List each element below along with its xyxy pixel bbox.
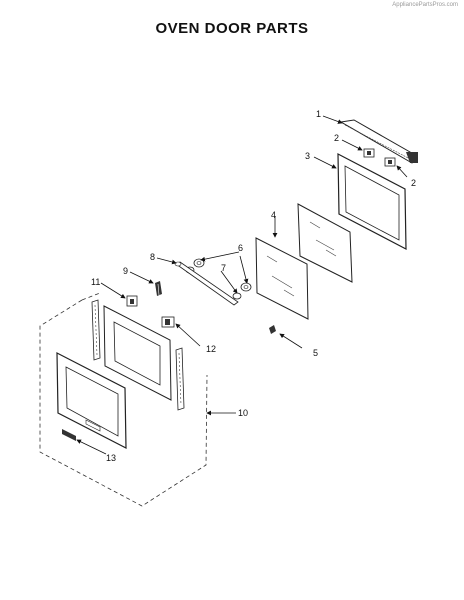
callout-1: 1 xyxy=(316,109,321,119)
callout-10: 10 xyxy=(238,408,248,418)
callout-5: 5 xyxy=(313,348,318,358)
part-11-bracket xyxy=(126,295,138,307)
callout-9: 9 xyxy=(123,266,128,276)
part-10-door-assembly-boundary xyxy=(39,292,208,507)
callout-11: 11 xyxy=(91,277,100,287)
callout-4: 4 xyxy=(271,210,276,220)
callout-6: 6 xyxy=(238,243,243,253)
callout-13: 13 xyxy=(106,453,116,463)
part-5-clip xyxy=(269,325,276,334)
part-2-bracket-left xyxy=(363,148,375,158)
part-9-hook xyxy=(155,281,162,296)
part-8-rod xyxy=(174,261,239,306)
page-title: OVEN DOOR PARTS xyxy=(155,20,309,37)
part-3-inner-door-panel xyxy=(337,153,407,250)
door-outer-panel xyxy=(56,352,127,449)
part-4-glass-pane-back xyxy=(297,203,353,283)
part-4-glass-pane-front xyxy=(255,237,309,320)
door-side-rail-left xyxy=(91,299,101,361)
callout-2-left: 2 xyxy=(334,133,339,143)
callout-8: 8 xyxy=(150,252,155,262)
door-side-rail-right xyxy=(175,347,185,411)
part-12-bracket xyxy=(161,316,175,328)
part-2-bracket-right xyxy=(384,157,396,167)
leader-lines xyxy=(76,115,408,455)
callout-2-right: 2 xyxy=(411,178,416,188)
callout-12: 12 xyxy=(206,344,216,354)
callout-7: 7 xyxy=(221,263,226,273)
part-13-badge xyxy=(62,429,76,441)
part-1-vent-trim xyxy=(339,119,418,164)
door-inner-frame xyxy=(103,305,172,401)
watermark: AppliancePartsPros.com xyxy=(392,2,458,8)
callout-3: 3 xyxy=(305,151,310,161)
